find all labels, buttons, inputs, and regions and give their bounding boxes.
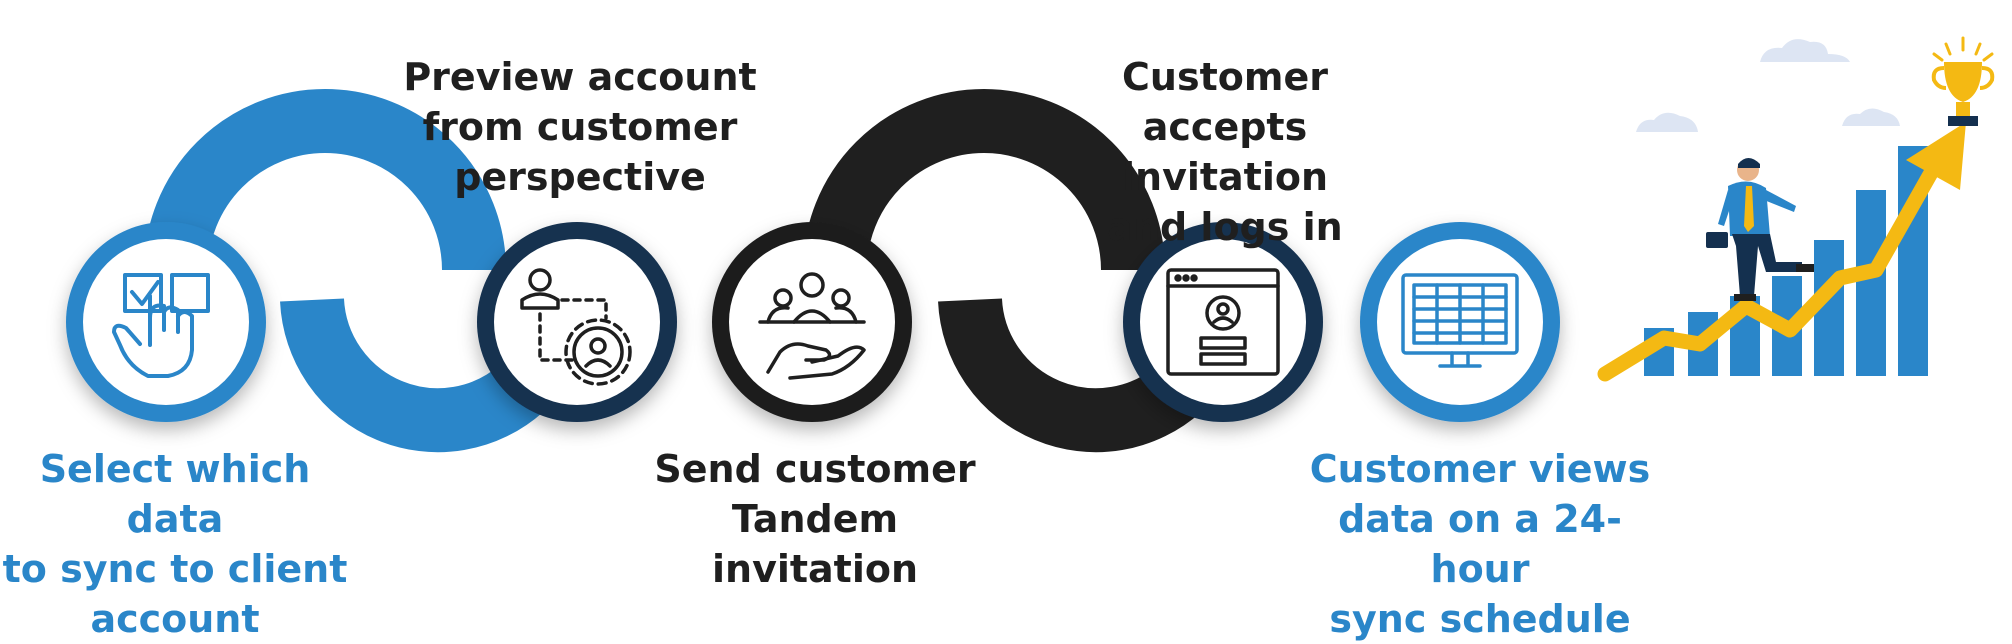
step-3-label: Send customer Tandem invitation xyxy=(654,447,976,591)
spreadsheet-monitor-icon xyxy=(1401,273,1519,368)
step-4-node xyxy=(1123,222,1323,422)
step-2-node xyxy=(477,222,677,422)
group-hand-icon xyxy=(758,272,866,380)
growth-arrow-icon xyxy=(1597,122,1966,382)
step-4-label: Customer accepts invitation and logs in xyxy=(1107,55,1343,249)
step-3-node xyxy=(712,222,912,422)
diagram-canvas xyxy=(66,36,1995,453)
step-5-node xyxy=(1360,222,1560,422)
step-1-node xyxy=(66,222,266,422)
user-gear-icon xyxy=(520,268,632,386)
checkbox-hand-icon xyxy=(112,273,210,378)
trophy-icon xyxy=(1931,36,1995,126)
login-window-icon xyxy=(1166,268,1280,376)
blue-connector-ribbon xyxy=(144,89,544,453)
process-diagram: Select which data to sync to client acco… xyxy=(3,36,1995,641)
step-5-label: Customer views data on a 24-hour sync sc… xyxy=(1309,447,1651,641)
cloud-icon xyxy=(1636,39,1900,132)
growth-illustration xyxy=(1597,36,1995,382)
businessman-icon xyxy=(1706,158,1814,301)
step-1-label: Select which data to sync to client acco… xyxy=(2,447,348,641)
dark-connector-ribbon xyxy=(803,89,1202,453)
step-2-label: Preview account from customer perspectiv… xyxy=(403,55,757,199)
